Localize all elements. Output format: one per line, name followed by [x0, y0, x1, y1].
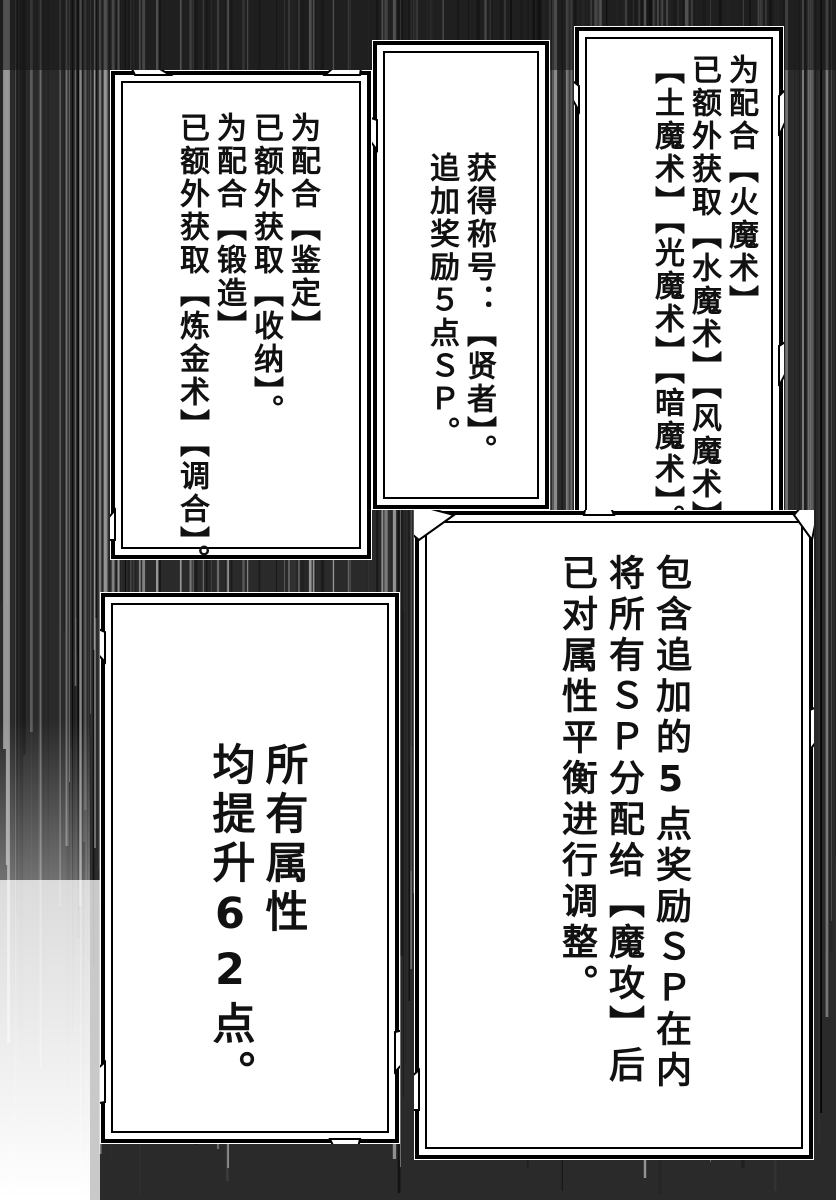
text-line: 包含追加的5点奖励ＳＰ在内	[650, 554, 691, 1092]
text-line: 追加奖励５点ＳＰ。	[424, 152, 459, 449]
text-line: 所有属性	[258, 742, 308, 938]
bubble-magic-skills: 为配合【火魔术】 已额外获取【水魔术】【风魔术】 【土魔术】【光魔术】【暗魔术】…	[574, 26, 784, 537]
bubble-stats-raised: 所有属性 均提升62点。	[100, 592, 400, 1144]
text-line: 获得称号：【贤者】。	[461, 152, 496, 467]
text-columns: 获得称号：【贤者】。 追加奖励５点ＳＰ。	[424, 152, 500, 467]
text-line: 已额外获取【收纳】。	[248, 112, 283, 427]
bubble-frame	[110, 70, 371, 559]
text-columns: 为配合【火魔术】 已额外获取【水魔术】【风魔术】 【土魔术】【光魔术】【暗魔术】…	[614, 54, 762, 537]
text-columns: 所有属性 均提升62点。	[205, 742, 314, 1099]
bubble-frame	[372, 41, 549, 509]
text-line: 为配合【锻造】	[211, 112, 246, 343]
text-line: 已对属性平衡进行调整。	[556, 554, 597, 1005]
text-columns: 为配合【鉴定】 已额外获取【收纳】。 为配合【锻造】 已额外获取【炼金术】【调合…	[174, 112, 324, 577]
bubble-frame	[574, 27, 784, 525]
bubble-frame	[414, 510, 814, 1159]
text-line: 为配合【鉴定】	[285, 112, 320, 343]
text-line: 已额外获取【炼金术】【调合】。	[174, 112, 209, 577]
bubble-title: 获得称号：【贤者】。 追加奖励５点ＳＰ。	[372, 40, 550, 510]
text-line: 均提升62点。	[205, 742, 255, 1099]
text-line: 已额外获取【水魔术】【风魔术】	[686, 54, 721, 534]
text-line: 【土魔术】【光魔术】【暗魔术】。	[649, 54, 684, 537]
bubble-skills: 为配合【鉴定】 已额外获取【收纳】。 为配合【锻造】 已额外获取【炼金术】【调合…	[110, 70, 372, 577]
text-line: 将所有ＳＰ分配给【魔攻】后	[603, 554, 644, 1087]
text-columns: 包含追加的5点奖励ＳＰ在内 将所有ＳＰ分配给【魔攻】后 已对属性平衡进行调整。	[555, 554, 696, 1092]
text-line: 为配合【火魔术】	[723, 54, 758, 318]
bottom-left-fade	[0, 0, 90, 1200]
bubble-frame	[100, 593, 400, 1144]
bubble-sp-allocation: 包含追加的5点奖励ＳＰ在内 将所有ＳＰ分配给【魔攻】后 已对属性平衡进行调整。	[414, 510, 814, 1160]
